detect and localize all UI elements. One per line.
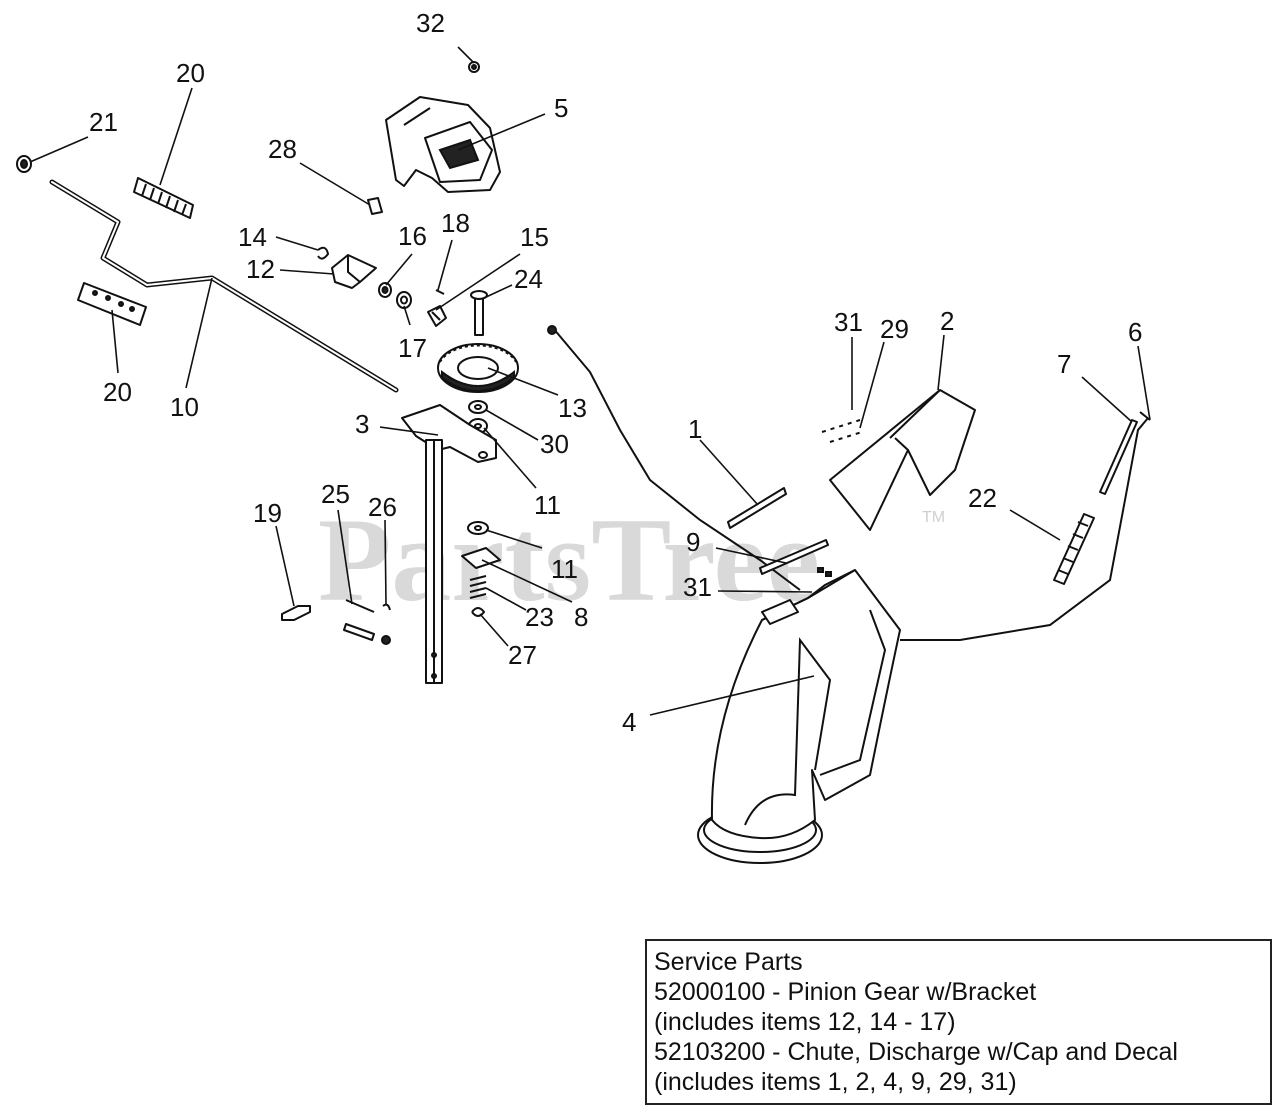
part-screw-32 — [468, 61, 480, 73]
callout-28: 28 — [268, 134, 297, 164]
part-grip-lower — [77, 282, 147, 326]
service-part-line: (includes items 12, 14 - 17) — [654, 1008, 956, 1036]
callout-18: 18 — [441, 208, 470, 238]
part-pin-18 — [435, 289, 445, 295]
service-part-line: 52103200 - Chute, Discharge w/Cap and De… — [654, 1038, 1178, 1066]
part-crank-rod — [49, 179, 399, 393]
part-discharge-chute — [697, 569, 901, 864]
leader-lines — [29, 46, 1151, 716]
part-pinion-15 — [427, 305, 447, 327]
part-clip-6 — [1139, 411, 1151, 421]
callout-31-upper: 31 — [834, 307, 863, 337]
part-grip-upper — [133, 177, 194, 219]
part-bolt-25 — [343, 599, 375, 641]
part-control-cable — [547, 325, 1149, 641]
service-parts-heading: Service Parts — [654, 948, 803, 976]
callout-3: 3 — [355, 409, 369, 439]
callout-10: 10 — [170, 392, 199, 422]
part-rod-7 — [1099, 419, 1138, 495]
part-gear — [437, 343, 519, 393]
part-washer-11-lower — [467, 521, 489, 535]
service-part-line: (includes items 1, 2, 4, 9, 29, 31) — [654, 1068, 1017, 1096]
part-plate-8 — [461, 547, 501, 569]
part-shaft-bracket — [401, 404, 497, 684]
part-washer-30 — [468, 400, 488, 414]
callout-24: 24 — [514, 264, 543, 294]
callout-9: 9 — [686, 527, 700, 557]
callout-11-upper: 11 — [534, 490, 561, 520]
callout-20-lower: 20 — [103, 377, 132, 407]
callout-labels: 32 20 21 5 28 14 16 18 15 12 24 17 31 29… — [89, 8, 1142, 737]
part-clip-27 — [471, 607, 486, 617]
callout-2: 2 — [940, 306, 954, 336]
callout-7: 7 — [1057, 349, 1071, 379]
callout-8: 8 — [574, 602, 588, 632]
callout-16: 16 — [398, 221, 427, 251]
part-decal-1 — [727, 487, 787, 529]
callout-14: 14 — [238, 222, 267, 252]
service-parts-box: Service Parts 52000100 - Pinion Gear w/B… — [645, 939, 1272, 1105]
part-bracket-19 — [281, 605, 311, 621]
callout-17: 17 — [398, 333, 427, 363]
callout-25: 25 — [321, 479, 350, 509]
callout-19: 19 — [253, 498, 282, 528]
callout-13: 13 — [558, 393, 587, 423]
callout-6: 6 — [1128, 317, 1142, 347]
part-pinion-bracket — [331, 254, 377, 289]
part-spring-22 — [1053, 513, 1095, 585]
part-knob — [16, 155, 32, 173]
callout-5: 5 — [554, 93, 568, 123]
callout-22: 22 — [968, 483, 997, 513]
part-decal-9 — [759, 539, 829, 575]
service-part-line: 52000100 - Pinion Gear w/Bracket — [654, 978, 1037, 1006]
watermark-trademark: TM — [922, 509, 945, 526]
part-spring-23 — [469, 575, 487, 599]
callout-26: 26 — [368, 492, 397, 522]
callout-12: 12 — [246, 254, 275, 284]
callout-32: 32 — [416, 8, 445, 38]
callout-21: 21 — [89, 107, 118, 137]
callout-15: 15 — [520, 222, 549, 252]
part-washer-16 — [378, 282, 392, 298]
part-clip-26 — [381, 603, 391, 645]
callout-30: 30 — [540, 429, 569, 459]
part-screws-31-upper — [821, 419, 863, 443]
callout-4: 4 — [622, 707, 636, 737]
watermark-logo: PartsTree — [318, 493, 820, 626]
callout-31-lower: 31 — [683, 572, 712, 602]
callout-11-lower: 11 — [551, 554, 578, 584]
part-screws-31-lower — [817, 567, 832, 577]
part-pinion-17 — [396, 291, 412, 309]
callout-20-upper: 20 — [176, 58, 205, 88]
part-clip-14 — [317, 246, 330, 260]
part-screw-28 — [367, 197, 383, 215]
part-pin-24 — [470, 290, 488, 336]
callout-29: 29 — [880, 314, 909, 344]
callout-27: 27 — [508, 640, 537, 670]
part-deflector — [829, 389, 976, 531]
callout-1: 1 — [688, 414, 702, 444]
part-chute-cap — [385, 96, 501, 193]
callout-23: 23 — [525, 602, 554, 632]
